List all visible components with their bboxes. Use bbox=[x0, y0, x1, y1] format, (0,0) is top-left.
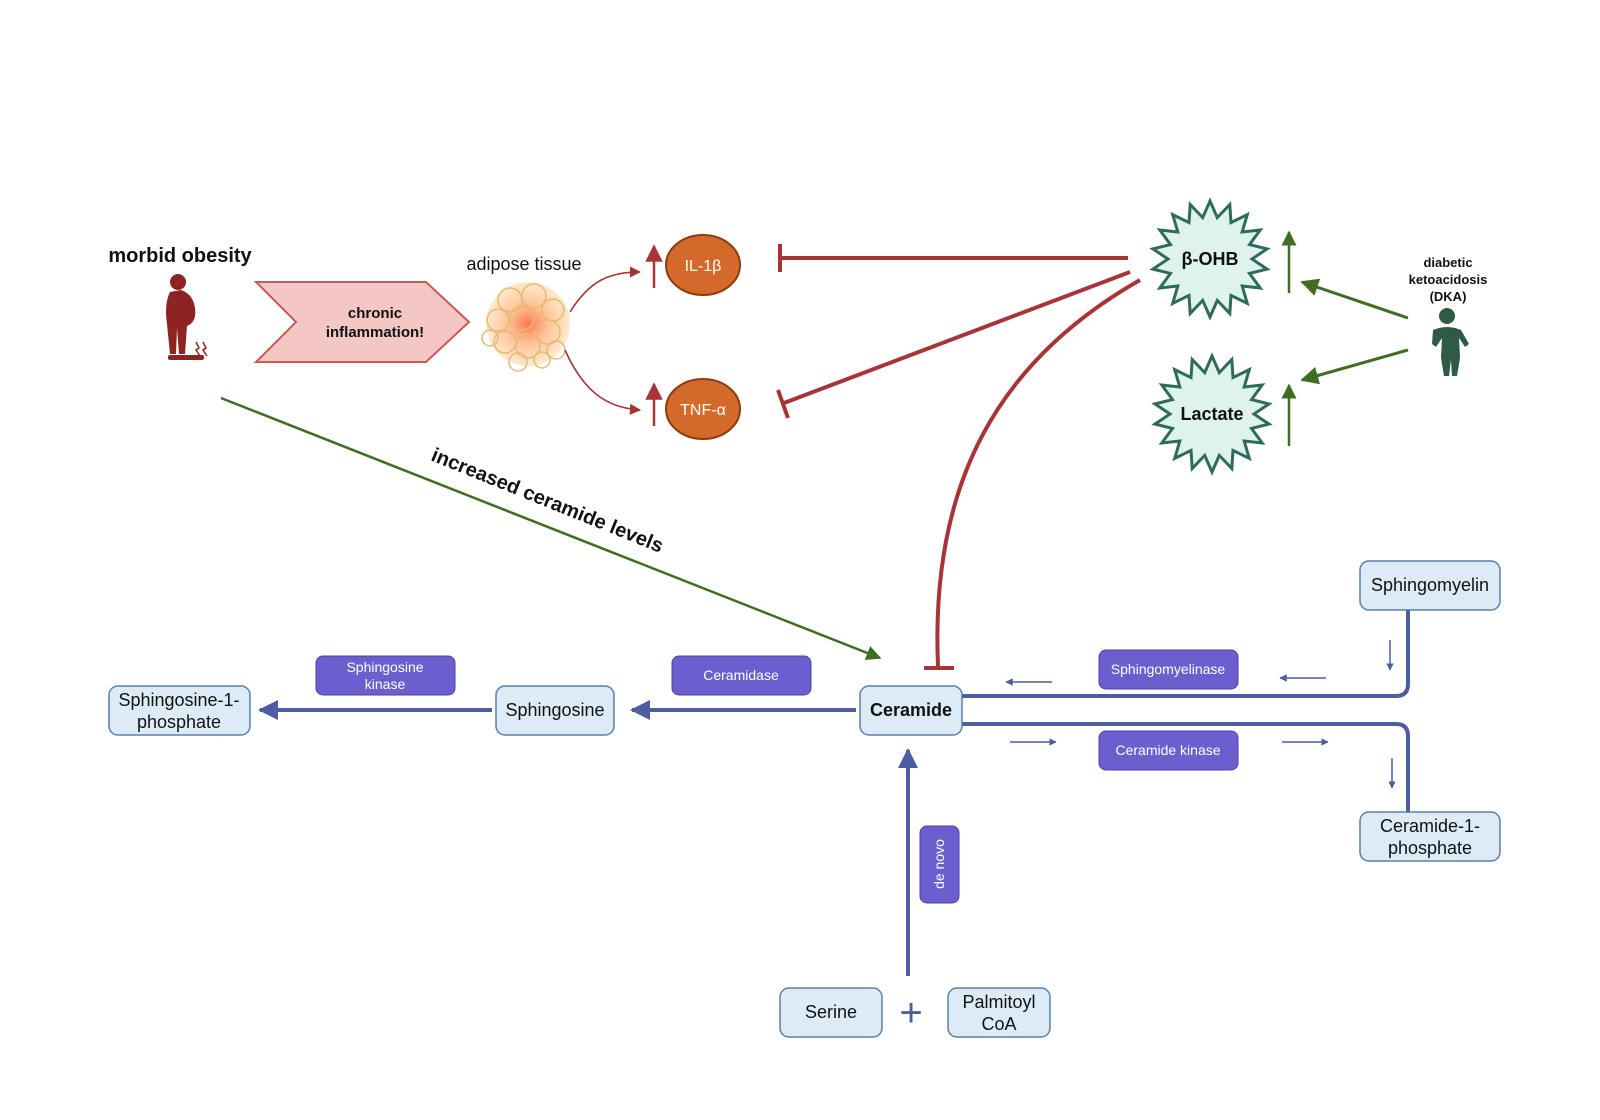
dka-person-icon bbox=[1432, 308, 1469, 376]
dka-line2: ketoacidosis bbox=[1409, 272, 1488, 287]
il1b-label: IL-1β bbox=[685, 258, 722, 275]
obese-person-icon bbox=[166, 274, 208, 360]
sphingosine-kinase-line1: Sphingosine bbox=[346, 659, 423, 675]
chevron-line2: inflammation! bbox=[326, 324, 424, 341]
il1b-node: IL-1β bbox=[665, 234, 741, 296]
sphingosine-kinase-enzyme: Sphingosine kinase bbox=[315, 655, 456, 696]
ceramidase-label: Ceramidase bbox=[703, 667, 779, 683]
bohb-star: β-OHB bbox=[1149, 197, 1271, 321]
obesity-to-ceramide-arrow bbox=[220, 396, 882, 661]
sphingosine-box: Sphingosine bbox=[495, 685, 615, 736]
plus-sign: + bbox=[899, 991, 922, 1035]
dka-to-lactate-arrow bbox=[1300, 348, 1409, 385]
ceramide-kinase-label: Ceramide kinase bbox=[1115, 742, 1220, 758]
ceramide-kinase-enzyme: Ceramide kinase bbox=[1098, 730, 1239, 771]
s1p-line2: phosphate bbox=[137, 712, 221, 732]
ceramidase-enzyme: Ceramidase bbox=[671, 655, 812, 696]
dka-to-bohb-arrow bbox=[1300, 278, 1409, 320]
dka-line3: (DKA) bbox=[1430, 289, 1467, 304]
s1p-line1: Sphingosine-1- bbox=[118, 690, 239, 710]
increased-ceramide-label: increased ceramide levels bbox=[428, 444, 666, 557]
tnfa-node: TNF-α bbox=[665, 378, 741, 440]
palmitoyl-coa-box: Palmitoyl CoA bbox=[947, 987, 1051, 1038]
adipose-to-il1b-arrow bbox=[569, 266, 642, 313]
chronic-inflammation-chevron: chronic inflammation! bbox=[253, 281, 471, 363]
lactate-star: Lactate bbox=[1151, 352, 1273, 476]
de-novo-enzyme: de novo bbox=[919, 825, 960, 904]
ceramide-label: Ceramide bbox=[870, 700, 952, 720]
c1p-line2: phosphate bbox=[1388, 838, 1472, 858]
ceramide-to-c1p-path bbox=[960, 722, 1410, 812]
sphingomyelinase-enzyme: Sphingomyelinase bbox=[1098, 649, 1239, 690]
de-novo-label: de novo bbox=[931, 839, 947, 889]
sphingosine-kinase-line2: kinase bbox=[365, 676, 406, 692]
serine-box: Serine bbox=[779, 987, 883, 1038]
bohb-inhibits-tnfa bbox=[776, 270, 1131, 419]
adipose-to-tnfa-arrow bbox=[564, 349, 642, 415]
sphingomyelinase-label: Sphingomyelinase bbox=[1111, 661, 1226, 677]
adipose-tissue-icon bbox=[481, 282, 570, 372]
dka-line1: diabetic bbox=[1423, 255, 1472, 270]
sphingosine-label: Sphingosine bbox=[505, 700, 604, 720]
sphingomyelin-to-ceramide-path bbox=[960, 610, 1410, 698]
lactate-label: Lactate bbox=[1180, 404, 1243, 424]
palmitoyl-line1: Palmitoyl bbox=[962, 992, 1035, 1012]
s1p-box: Sphingosine-1- phosphate bbox=[108, 685, 251, 736]
ceramide-box: Ceramide bbox=[859, 685, 963, 736]
adipose-tissue-label: adipose tissue bbox=[466, 254, 581, 274]
tnfa-label: TNF-α bbox=[680, 402, 726, 419]
morbid-obesity-title: morbid obesity bbox=[108, 245, 252, 267]
serine-label: Serine bbox=[805, 1002, 857, 1022]
bohb-label: β-OHB bbox=[1182, 249, 1239, 269]
sphingomyelin-box: Sphingomyelin bbox=[1359, 560, 1501, 611]
c1p-line1: Ceramide-1- bbox=[1380, 816, 1480, 836]
bohb-inhibits-ceramide bbox=[924, 278, 1141, 670]
sphingomyelin-label: Sphingomyelin bbox=[1371, 575, 1489, 595]
chevron-line1: chronic bbox=[348, 305, 402, 322]
palmitoyl-line2: CoA bbox=[981, 1014, 1016, 1034]
c1p-box: Ceramide-1- phosphate bbox=[1359, 811, 1501, 862]
bohb-inhibits-il1b bbox=[778, 244, 1128, 272]
